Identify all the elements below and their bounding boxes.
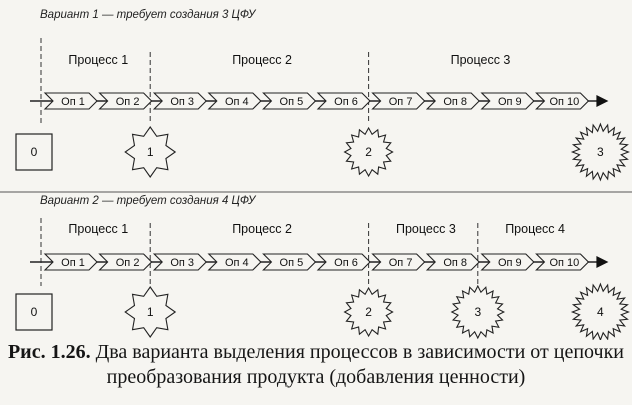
milestone-label: 2	[365, 145, 372, 159]
milestone-square	[15, 293, 53, 331]
process-label: Процесс 2	[232, 53, 292, 67]
milestone-label: 0	[31, 145, 38, 159]
operation-chevron	[207, 253, 262, 271]
milestone-square	[15, 133, 53, 171]
operation-chevron	[535, 92, 590, 110]
operation-chevron	[480, 92, 535, 110]
operation-chevron	[43, 92, 98, 110]
operation-chevron	[262, 92, 317, 110]
process-label: Процесс 3	[396, 222, 456, 236]
operation-chevron	[98, 253, 153, 271]
operation-label: Оп 9	[498, 96, 522, 108]
operation-label: Оп 8	[443, 257, 467, 269]
operation-chevron	[98, 92, 153, 110]
operation-chevron	[371, 92, 426, 110]
operation-label: Оп 3	[170, 96, 194, 108]
milestone-star-icon	[570, 122, 630, 182]
operation-label: Оп 10	[549, 257, 579, 269]
operation-label: Оп 7	[389, 96, 413, 108]
operation-label: Оп 4	[225, 257, 249, 269]
process-label: Процесс 1	[68, 222, 128, 236]
operation-label: Оп 10	[549, 96, 579, 108]
operation-label: Оп 9	[498, 257, 522, 269]
milestone-label: 1	[147, 305, 154, 319]
operation-label: Оп 1	[61, 96, 85, 108]
flow-arrow-head	[596, 256, 609, 268]
operation-label: Оп 7	[389, 257, 413, 269]
variant-title: Вариант 1 — требует создания 3 ЦФУ	[40, 9, 257, 21]
operation-chevron	[425, 92, 480, 110]
milestone-star-icon	[343, 286, 394, 338]
milestone-star-icon	[450, 284, 506, 340]
operation-chevron	[43, 253, 98, 271]
milestone-label: 0	[31, 305, 38, 319]
caption-text: Два варианта выделения процессов в завис…	[95, 341, 625, 388]
variant-2: Вариант 2 — требует создания 4 ЦФУ Процес…	[15, 195, 630, 340]
process-label: Процесс 1	[68, 53, 128, 67]
variant-title: Вариант 2 — требует создания 4 ЦФУ	[40, 195, 257, 207]
milestone-star-icon	[343, 126, 394, 178]
milestone-label: 2	[365, 305, 372, 319]
operation-label: Оп 2	[116, 96, 140, 108]
figure-caption: Рис. 1.26. Два варианта выделения процес…	[0, 340, 632, 390]
process-diagram: Вариант 1 — требует создания 3 ЦФУ Процес…	[0, 9, 632, 340]
milestone-label: 4	[597, 305, 604, 319]
flow-arrow-head	[596, 95, 609, 107]
process-label: Процесс 3	[451, 53, 511, 67]
operation-label: Оп 1	[61, 257, 85, 269]
operation-chevron	[371, 253, 426, 271]
process-label: Процесс 4	[505, 222, 565, 236]
process-label: Процесс 2	[232, 222, 292, 236]
variant-1: Вариант 1 — требует создания 3 ЦФУ Процес…	[15, 9, 630, 182]
operation-chevron	[152, 253, 207, 271]
operation-label: Оп 2	[116, 257, 140, 269]
operation-label: Оп 6	[334, 96, 358, 108]
milestone-star-icon	[570, 282, 630, 340]
milestone-label: 3	[474, 305, 481, 319]
operation-chevron	[316, 92, 371, 110]
operation-label: Оп 5	[280, 96, 304, 108]
milestone-label: 3	[597, 145, 604, 159]
operation-label: Оп 5	[280, 257, 304, 269]
operation-label: Оп 8	[443, 96, 467, 108]
milestone-star-icon	[124, 286, 177, 338]
operation-label: Оп 4	[225, 96, 249, 108]
operation-chevron	[535, 253, 590, 271]
caption-number: Рис. 1.26.	[7, 341, 91, 363]
operation-chevron	[152, 92, 207, 110]
operation-label: Оп 6	[334, 257, 358, 269]
operation-chevron	[425, 253, 480, 271]
operation-label: Оп 3	[170, 257, 194, 269]
milestone-star-icon	[124, 126, 177, 178]
operation-chevron	[480, 253, 535, 271]
operation-chevron	[316, 253, 371, 271]
operation-chevron	[207, 92, 262, 110]
operation-chevron	[262, 253, 317, 271]
milestone-label: 1	[147, 145, 154, 159]
